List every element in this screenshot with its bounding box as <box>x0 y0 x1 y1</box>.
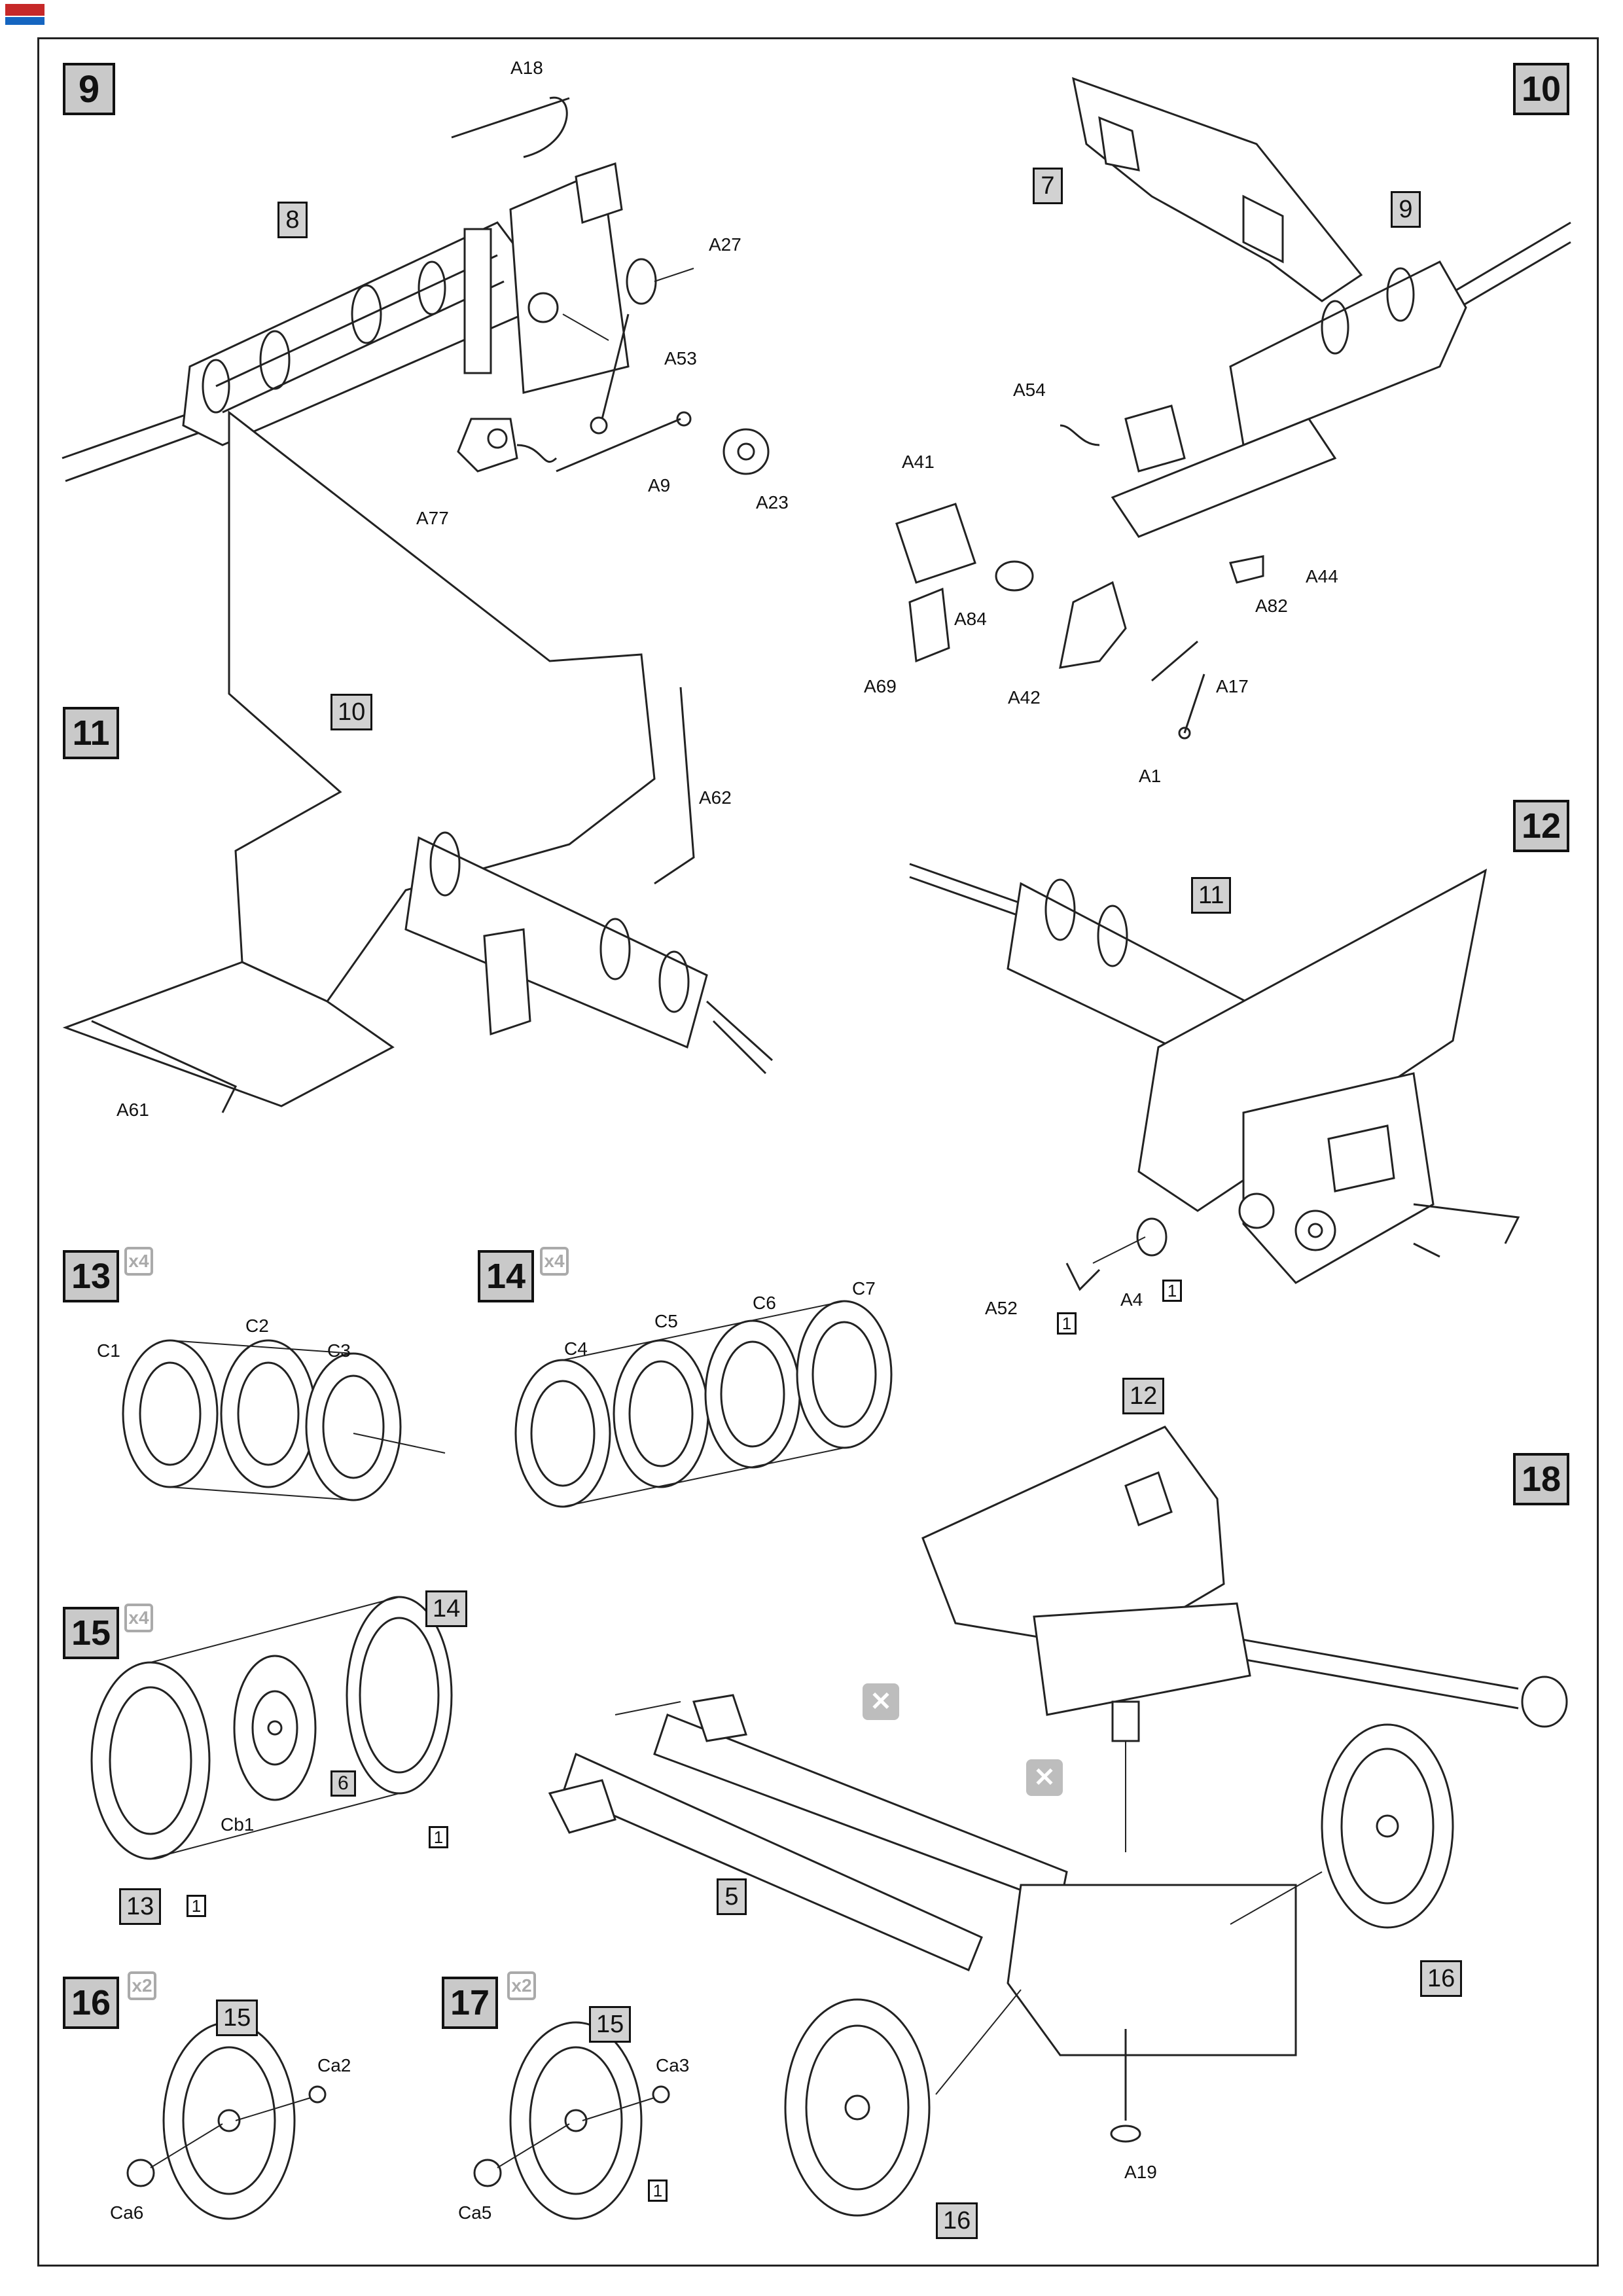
subassembly-ref-6: 6 <box>330 1770 356 1797</box>
part-label-C2: C2 <box>245 1316 269 1336</box>
do-not-glue-icon-2: ✕ <box>1026 1759 1063 1796</box>
subassembly-ref-7: 7 <box>1033 168 1063 204</box>
subassembly-ref-16b: 16 <box>936 2202 978 2239</box>
part-label-C4: C4 <box>564 1338 588 1359</box>
part-label-A4: A4 <box>1120 1289 1143 1310</box>
step-number-13: 13 <box>63 1250 119 1302</box>
step17-wheel-drawing <box>473 2021 670 2220</box>
part-ref-1-step15a: 1 <box>429 1826 448 1848</box>
subassembly-ref-11: 11 <box>1191 877 1232 914</box>
part-ref-1-step17: 1 <box>648 2179 668 2202</box>
subassembly-ref-12: 12 <box>1122 1378 1165 1414</box>
multiplier-badge-17: x2 <box>507 1971 536 2000</box>
part-label-Cb1: Cb1 <box>221 1814 255 1835</box>
part-label-C5: C5 <box>654 1311 678 1331</box>
part-label-A44: A44 <box>1306 566 1338 586</box>
step12-assembly-drawing <box>909 863 1520 1291</box>
page-frame <box>37 37 1599 2267</box>
subassembly-ref-15a: 15 <box>216 2000 259 2036</box>
subassembly-ref-16a: 16 <box>1420 1960 1463 1997</box>
part-label-A9: A9 <box>648 475 671 495</box>
step16-wheel-drawing <box>126 2021 327 2220</box>
subassembly-ref-8: 8 <box>277 202 308 238</box>
part-label-A41: A41 <box>902 452 935 472</box>
step-number-16: 16 <box>63 1977 119 2029</box>
step-number-10: 10 <box>1513 63 1569 115</box>
part-label-A17: A17 <box>1216 676 1249 696</box>
part-ref-1-step12a: 1 <box>1162 1280 1182 1302</box>
part-label-Ca5: Ca5 <box>458 2202 492 2223</box>
part-label-A42: A42 <box>1008 687 1041 708</box>
step-number-9: 9 <box>63 63 115 115</box>
step18-assembly-drawing <box>548 1426 1568 2217</box>
step11-assembly-drawing <box>62 410 774 1113</box>
part-label-A77: A77 <box>416 508 449 528</box>
part-label-C1: C1 <box>97 1340 120 1361</box>
multiplier-badge-15: x4 <box>124 1604 153 1632</box>
step9-cradle-drawing <box>62 96 770 482</box>
part-label-A27: A27 <box>709 234 741 255</box>
part-ref-1-step15b: 1 <box>187 1895 206 1917</box>
part-label-A82: A82 <box>1255 596 1288 616</box>
part-label-A84: A84 <box>954 609 987 629</box>
subassembly-ref-10: 10 <box>330 694 373 730</box>
part-label-A54: A54 <box>1013 380 1046 400</box>
do-not-glue-icon: ✕ <box>863 1683 899 1720</box>
multiplier-badge-13: x4 <box>124 1247 153 1276</box>
step14-rings-drawing <box>514 1300 893 1508</box>
step-number-12: 12 <box>1513 800 1569 852</box>
step-number-17: 17 <box>442 1977 498 2029</box>
part-label-C3: C3 <box>327 1340 351 1361</box>
part-label-A69: A69 <box>864 676 897 696</box>
part-ref-1-step12b: 1 <box>1057 1312 1077 1335</box>
part-label-A19: A19 <box>1124 2162 1157 2182</box>
part-label-A52: A52 <box>985 1298 1018 1318</box>
subassembly-ref-14: 14 <box>425 1590 468 1627</box>
part-label-Ca6: Ca6 <box>110 2202 144 2223</box>
step15-wheel-drawing <box>90 1596 453 1860</box>
multiplier-badge-16: x2 <box>128 1971 156 2000</box>
part-label-A61: A61 <box>116 1100 149 1120</box>
step10-shield-drawing <box>895 77 1571 740</box>
part-label-A1: A1 <box>1139 766 1162 786</box>
part-label-C7: C7 <box>852 1278 876 1299</box>
part-label-C6: C6 <box>753 1293 776 1313</box>
subassembly-ref-9: 9 <box>1391 191 1421 228</box>
part-label-Ca3: Ca3 <box>656 2055 690 2075</box>
subassembly-ref-15b: 15 <box>589 2006 632 2043</box>
brand-logo <box>5 4 45 25</box>
subassembly-ref-5: 5 <box>717 1878 747 1915</box>
part-label-A53: A53 <box>664 348 697 368</box>
multiplier-badge-14: x4 <box>540 1247 569 1276</box>
step-number-11: 11 <box>63 707 119 759</box>
subassembly-ref-13: 13 <box>119 1888 162 1925</box>
step-number-15: 15 <box>63 1607 119 1659</box>
step13-rings-drawing <box>122 1339 446 1501</box>
part-label-A18: A18 <box>510 58 543 78</box>
part-label-Ca2: Ca2 <box>317 2055 351 2075</box>
step-number-18: 18 <box>1513 1453 1569 1505</box>
part-label-A62: A62 <box>699 787 732 808</box>
step-number-14: 14 <box>478 1250 534 1302</box>
part-label-A23: A23 <box>756 492 789 512</box>
